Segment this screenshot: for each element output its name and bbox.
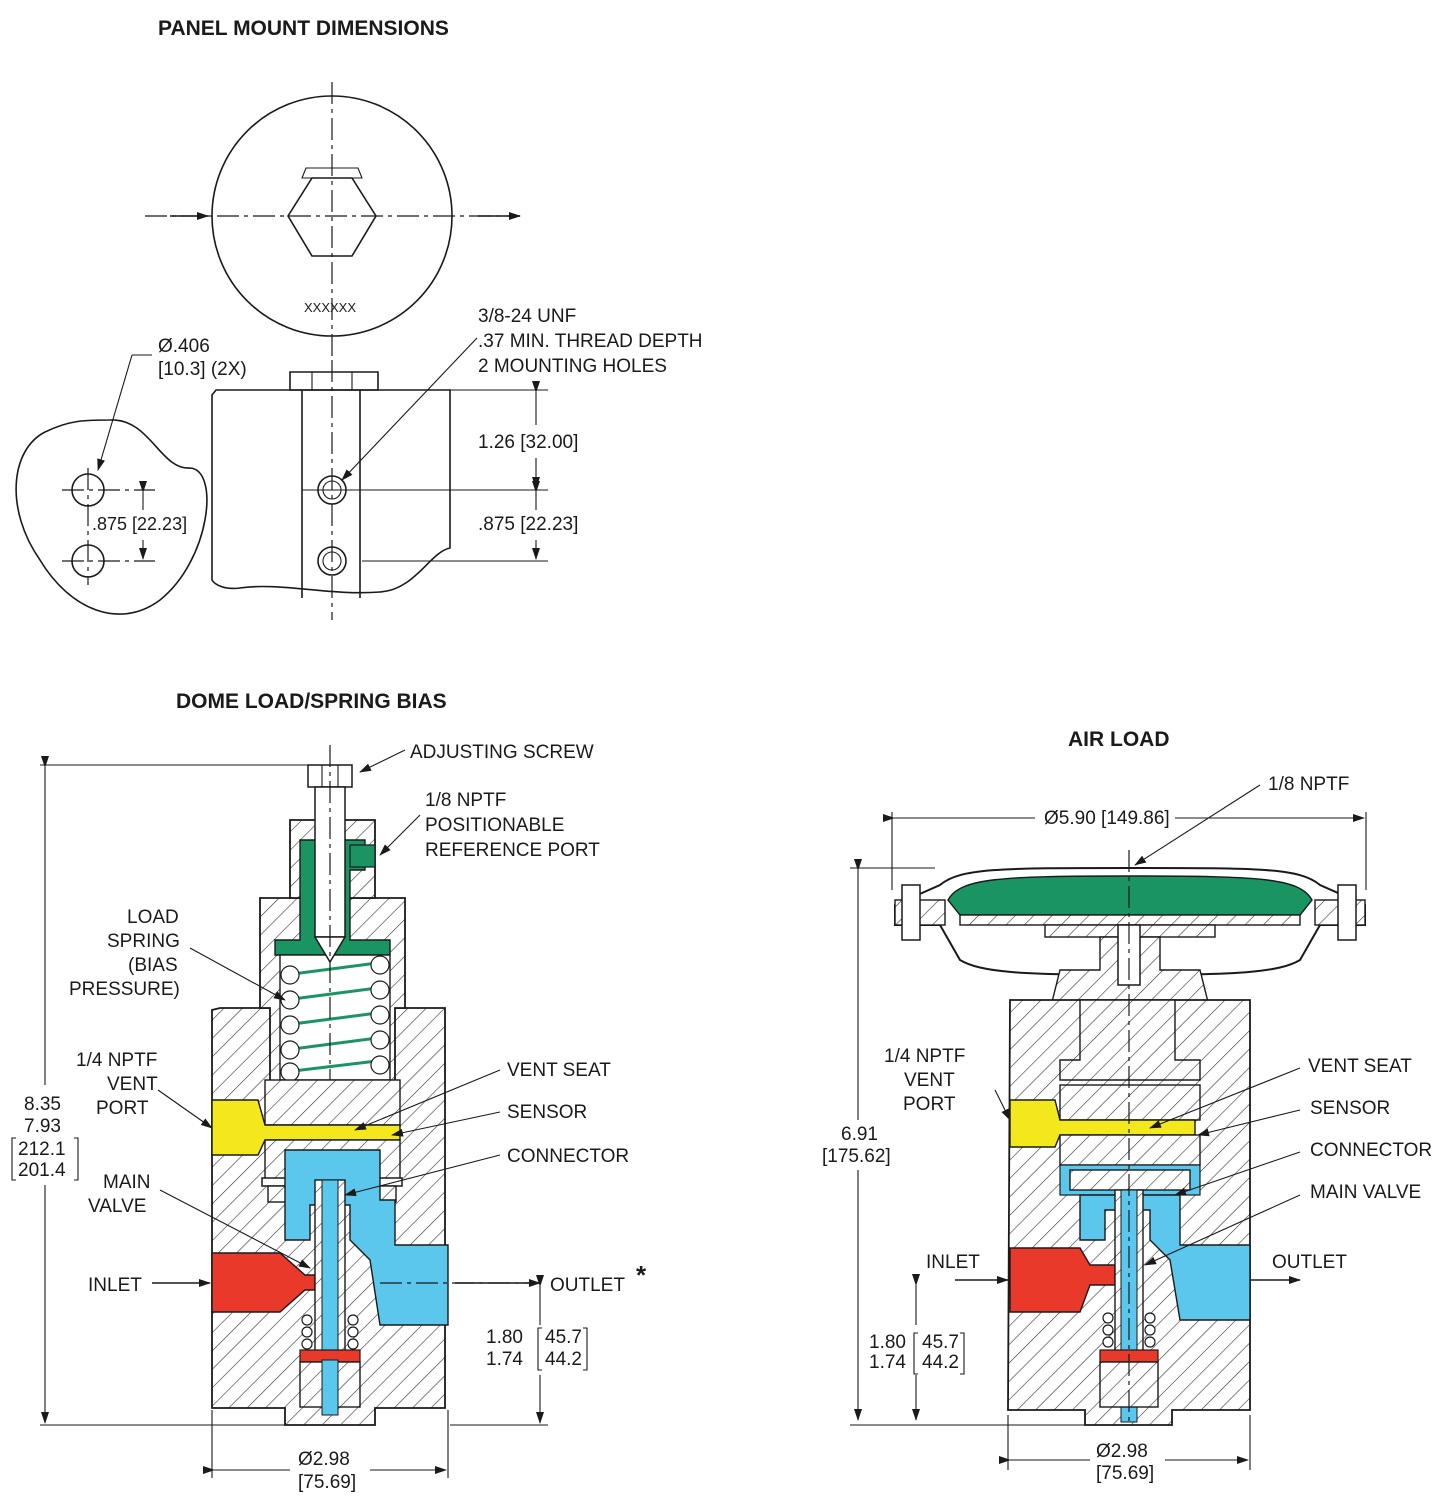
reference-port-green xyxy=(349,844,376,868)
load-spring-label-2: SPRING xyxy=(107,931,180,952)
thread-leader xyxy=(341,337,478,481)
air-connector-label: CONNECTOR xyxy=(1310,1140,1432,1161)
load-spring-label-4: PRESSURE) xyxy=(69,979,180,1000)
dim-spacing-label: .875 [22.23] xyxy=(478,514,578,535)
panel-mount-title: PANEL MOUNT DIMENSIONS xyxy=(158,17,449,40)
dome-height-label-3: 212.1 xyxy=(18,1139,66,1160)
panel-side-outline xyxy=(211,389,451,594)
air-port-height-label-1: 1.80 xyxy=(869,1332,906,1353)
ref-port-label-3: REFERENCE PORT xyxy=(425,840,600,861)
hex-nut-top-chamfer xyxy=(301,167,363,179)
ref-port-label-2: POSITIONABLE xyxy=(425,815,564,836)
panel-top-view: XXXXXX xyxy=(145,82,521,360)
thread-label-3: 2 MOUNTING HOLES xyxy=(478,356,667,377)
housing-bolt-right xyxy=(1337,884,1357,941)
dome-dia-label-1: Ø2.98 xyxy=(298,1449,350,1470)
air-dome-dia-label: Ø5.90 [149.86] xyxy=(1044,808,1170,829)
hole-dia-label-2: [10.3] (2X) xyxy=(158,359,247,380)
air-load-title: AIR LOAD xyxy=(1068,728,1170,751)
dome-height-label-2: 7.93 xyxy=(24,1116,61,1137)
dome-outlet-note: * xyxy=(636,1260,647,1290)
housing-bolt-left xyxy=(901,884,921,941)
air-sensor-label: SENSOR xyxy=(1310,1098,1390,1119)
sensor-piston xyxy=(264,1079,401,1126)
dome-port-height-label-2: 1.74 xyxy=(486,1349,523,1370)
dome-vent-label-1: 1/4 NPTF xyxy=(76,1050,157,1071)
panel-side-view: 1.26 [32.00] .875 [22.23] 3/8-24 UNF .37… xyxy=(211,306,703,620)
dome-main-valve-label-1: MAIN xyxy=(103,1172,151,1193)
dome-load-title: DOME LOAD/SPRING BIAS xyxy=(176,690,447,713)
main-valve-spring xyxy=(301,1314,359,1350)
thread-label-2: .37 MIN. THREAD DEPTH xyxy=(478,331,703,352)
air-vent-label-3: PORT xyxy=(903,1094,956,1115)
dome-port-height-label-3: 45.7 xyxy=(545,1327,582,1348)
dome-load-section: DOME LOAD/SPRING BIAS xyxy=(11,690,647,1493)
spring-coil-sections xyxy=(280,955,390,1082)
air-dome-green xyxy=(947,875,1313,916)
air-sensor xyxy=(1059,1084,1201,1121)
panel-side-nut xyxy=(289,371,379,391)
panel-mount-section: PANEL MOUNT DIMENSIONS XXXXXX Ø.406 xyxy=(15,17,703,620)
dome-height-label-1: 8.35 xyxy=(24,1094,61,1115)
ref-port-label-1: 1/8 NPTF xyxy=(425,790,506,811)
dome-connector-label: CONNECTOR xyxy=(507,1146,629,1167)
hole-spacing-label: .875 [22.23] xyxy=(92,514,187,534)
air-valve-spring xyxy=(1102,1312,1156,1348)
air-height-label-2: [175.62] xyxy=(822,1146,891,1167)
air-load-section: AIR LOAD xyxy=(822,728,1432,1484)
air-port-height-label-3: 45.7 xyxy=(922,1332,959,1353)
thread-hole-lower xyxy=(317,546,347,576)
hole-dia-label-1: Ø.406 xyxy=(158,336,210,357)
load-spring-coils xyxy=(284,960,386,1074)
dome-vent-label-2: VENT xyxy=(107,1074,158,1095)
panel-marking: XXXXXX xyxy=(304,300,356,315)
air-main-valve-label: MAIN VALVE xyxy=(1310,1182,1421,1203)
air-port-height-label-4: 44.2 xyxy=(922,1352,959,1373)
air-outlet-blue xyxy=(1079,1194,1251,1321)
dome-port-height-label-4: 44.2 xyxy=(545,1349,582,1370)
air-dia-label-1: Ø2.98 xyxy=(1096,1441,1148,1462)
adjusting-screw-label: ADJUSTING SCREW xyxy=(410,742,594,763)
load-spring-label-3: (BIAS xyxy=(128,955,178,976)
air-inlet-label: INLET xyxy=(926,1252,980,1273)
dim-height-label: 1.26 [32.00] xyxy=(478,432,578,453)
dome-vent-label-3: PORT xyxy=(96,1098,149,1119)
dome-outlet-label: OUTLET xyxy=(550,1275,625,1296)
thread-label-1: 3/8-24 UNF xyxy=(478,306,576,327)
dome-port-height-label-1: 1.80 xyxy=(486,1327,523,1348)
air-dia-label-2: [75.69] xyxy=(1096,1463,1154,1484)
air-vent-label-2: VENT xyxy=(904,1070,955,1091)
dome-vent-seat-label: VENT SEAT xyxy=(507,1060,611,1081)
panel-cutout-outline xyxy=(15,419,208,615)
dome-inlet-label: INLET xyxy=(88,1275,142,1296)
air-outlet-label: OUTLET xyxy=(1272,1252,1347,1273)
hole-dia-leader xyxy=(97,354,133,471)
air-regulator-cutaway xyxy=(894,850,1366,1426)
dome-sensor-label: SENSOR xyxy=(507,1102,587,1123)
air-port-height-label-2: 1.74 xyxy=(869,1352,906,1373)
load-spring-label-1: LOAD xyxy=(127,907,179,928)
dome-dia-label-2: [75.69] xyxy=(298,1472,356,1493)
air-height-label-1: 6.91 xyxy=(841,1124,878,1145)
air-vent-label-1: 1/4 NPTF xyxy=(884,1046,965,1067)
air-port-label: 1/8 NPTF xyxy=(1268,774,1349,795)
dome-height-label-4: 201.4 xyxy=(18,1160,66,1181)
panel-cutout-view: Ø.406 [10.3] (2X) .875 [22.23] xyxy=(15,336,247,615)
dome-regulator-cutaway xyxy=(211,745,449,1426)
air-vent-seat-label: VENT SEAT xyxy=(1308,1056,1412,1077)
dome-main-valve-label-2: VALVE xyxy=(88,1196,146,1217)
